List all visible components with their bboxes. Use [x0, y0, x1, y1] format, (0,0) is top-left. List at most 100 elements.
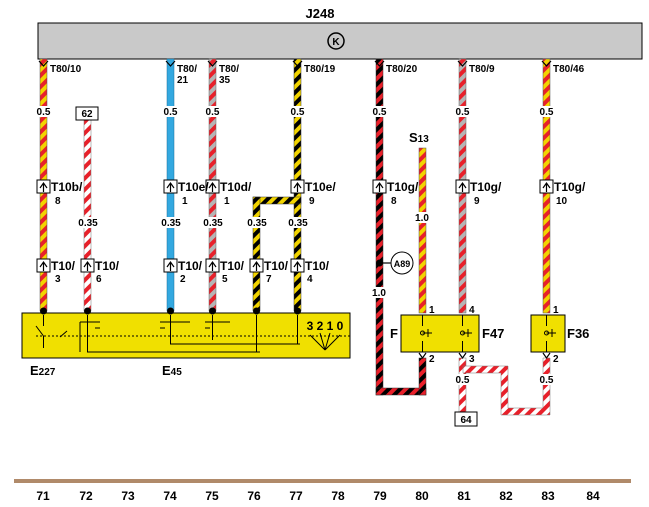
wire-size-labels: 0.5 0.5 0.5 0.5 0.5 0.5 0.5 0.35 0.35 0.…	[35, 106, 555, 386]
component-e227-label: E227	[30, 363, 56, 378]
conn-label-83: T80/46	[553, 64, 585, 75]
low-conn-71-a: T10/	[51, 259, 76, 273]
footer-num: 75	[205, 489, 219, 503]
wire-80	[418, 147, 427, 314]
conn-label-77: T80/19	[304, 64, 336, 75]
component-e45-label: E45	[162, 363, 182, 378]
low-conn-74-b: 2	[180, 274, 186, 285]
mid-conn-81-b: 9	[474, 196, 480, 207]
footer-num: 73	[121, 489, 135, 503]
footer-num: 72	[79, 489, 93, 503]
footer-num: 81	[457, 489, 471, 503]
ref-62-label: 62	[81, 109, 93, 120]
k-symbol-icon	[327, 32, 345, 50]
wire-79	[375, 58, 427, 396]
svg-text:0.5: 0.5	[456, 107, 470, 118]
svg-text:0.5: 0.5	[456, 375, 470, 386]
svg-text:0.5: 0.5	[291, 107, 305, 118]
svg-text:1.0: 1.0	[372, 288, 386, 299]
footer-num: 77	[289, 489, 303, 503]
low-conn-77-a: T10/	[305, 259, 330, 273]
svg-text:0.5: 0.5	[164, 107, 178, 118]
svg-text:0.35: 0.35	[288, 218, 308, 229]
footer-num: 71	[36, 489, 50, 503]
a89-ref-circle	[390, 251, 414, 275]
svg-text:0.5: 0.5	[37, 107, 51, 118]
low-conn-72-a: T10/	[95, 259, 120, 273]
low-connector-arrows-icon	[39, 260, 302, 271]
footer-num: 76	[247, 489, 261, 503]
footer-num: 78	[331, 489, 345, 503]
conn-label-81: T80/9	[469, 64, 495, 75]
svg-text:0.35: 0.35	[203, 218, 223, 229]
footer-num: 84	[586, 489, 600, 503]
conn-label-71: T80/10	[50, 64, 82, 75]
mid-conn-79-a: T10g/	[387, 180, 419, 194]
low-conn-77-b: 4	[307, 274, 313, 285]
brake-switch-symbols	[420, 315, 556, 352]
mid-conn-83-b: 10	[556, 196, 568, 207]
mid-conn-77-a: T10e/	[305, 180, 336, 194]
footer-num: 80	[415, 489, 429, 503]
conn-label-74a: T80/	[177, 64, 197, 75]
ref-box-62	[75, 106, 99, 121]
ref-64-label: 64	[460, 415, 472, 426]
position-selector-icon	[309, 332, 341, 351]
low-conn-72-b: 6	[96, 274, 102, 285]
footer-num: 83	[541, 489, 555, 503]
svg-text:0.35: 0.35	[78, 218, 98, 229]
wire-ground-64	[458, 357, 551, 416]
svg-text:0.5: 0.5	[373, 107, 387, 118]
footer-num: 74	[163, 489, 177, 503]
connector-arrows-top	[38, 60, 552, 67]
pin-f47-3: 3	[469, 354, 475, 365]
component-f47-label: F47	[482, 326, 504, 341]
pin-f-2: 2	[429, 354, 435, 365]
mid-conn-81-a: T10g/	[470, 180, 502, 194]
pin-f47-4: 4	[469, 305, 475, 316]
conn-label-75a: T80/	[219, 64, 239, 75]
svg-text:1.0: 1.0	[415, 213, 429, 224]
component-f36-label: F36	[567, 326, 589, 341]
wire-72	[83, 119, 92, 312]
fuse-s13-label: S13	[409, 130, 429, 145]
mid-conn-77-b: 9	[309, 196, 315, 207]
svg-text:0.35: 0.35	[161, 218, 181, 229]
component-pin-dots	[40, 307, 301, 315]
footer-num: 79	[373, 489, 387, 503]
mid-conn-74-a: T10e/	[178, 180, 209, 194]
module-j248-box	[37, 22, 643, 60]
mid-conn-71-b: 8	[55, 196, 61, 207]
low-conn-71-b: 3	[55, 274, 61, 285]
svg-text:0.5: 0.5	[206, 107, 220, 118]
mid-connector-arrows-icon	[39, 181, 551, 192]
svg-text:0.5: 0.5	[540, 107, 554, 118]
pin-f36-2: 2	[553, 354, 559, 365]
low-conn-76-b: 7	[266, 274, 272, 285]
mid-conn-83-a: T10g/	[554, 180, 586, 194]
a89-label: A89	[394, 259, 411, 269]
footer-numbers: 71 72 73 74 75 76 77 78 79 80 81 82 83 8…	[36, 489, 600, 503]
footer-num: 82	[499, 489, 513, 503]
pin-f36-1: 1	[553, 305, 559, 316]
low-conn-74-a: T10/	[178, 259, 203, 273]
svg-text:0.35: 0.35	[247, 218, 267, 229]
low-conn-75-a: T10/	[220, 259, 245, 273]
mid-conn-74-b: 1	[182, 196, 188, 207]
module-j248-label: J248	[306, 6, 335, 21]
k-symbol-letter: K	[332, 37, 340, 48]
component-f-label: F	[390, 326, 398, 341]
mid-conn-75-a: T10d/	[220, 180, 252, 194]
conn-label-75b: 35	[219, 75, 231, 86]
switch-internals	[35, 315, 350, 353]
svg-text:0.5: 0.5	[540, 375, 554, 386]
pin-f-1: 1	[429, 305, 435, 316]
mid-conn-71-a: T10b/	[51, 180, 83, 194]
mid-conn-75-b: 1	[224, 196, 230, 207]
conn-label-79: T80/20	[386, 64, 418, 75]
ref-box-64	[454, 411, 478, 427]
pin-arrows-icon	[418, 352, 551, 360]
low-conn-76-a: T10/	[264, 259, 289, 273]
a89-junction-dot	[376, 259, 383, 267]
